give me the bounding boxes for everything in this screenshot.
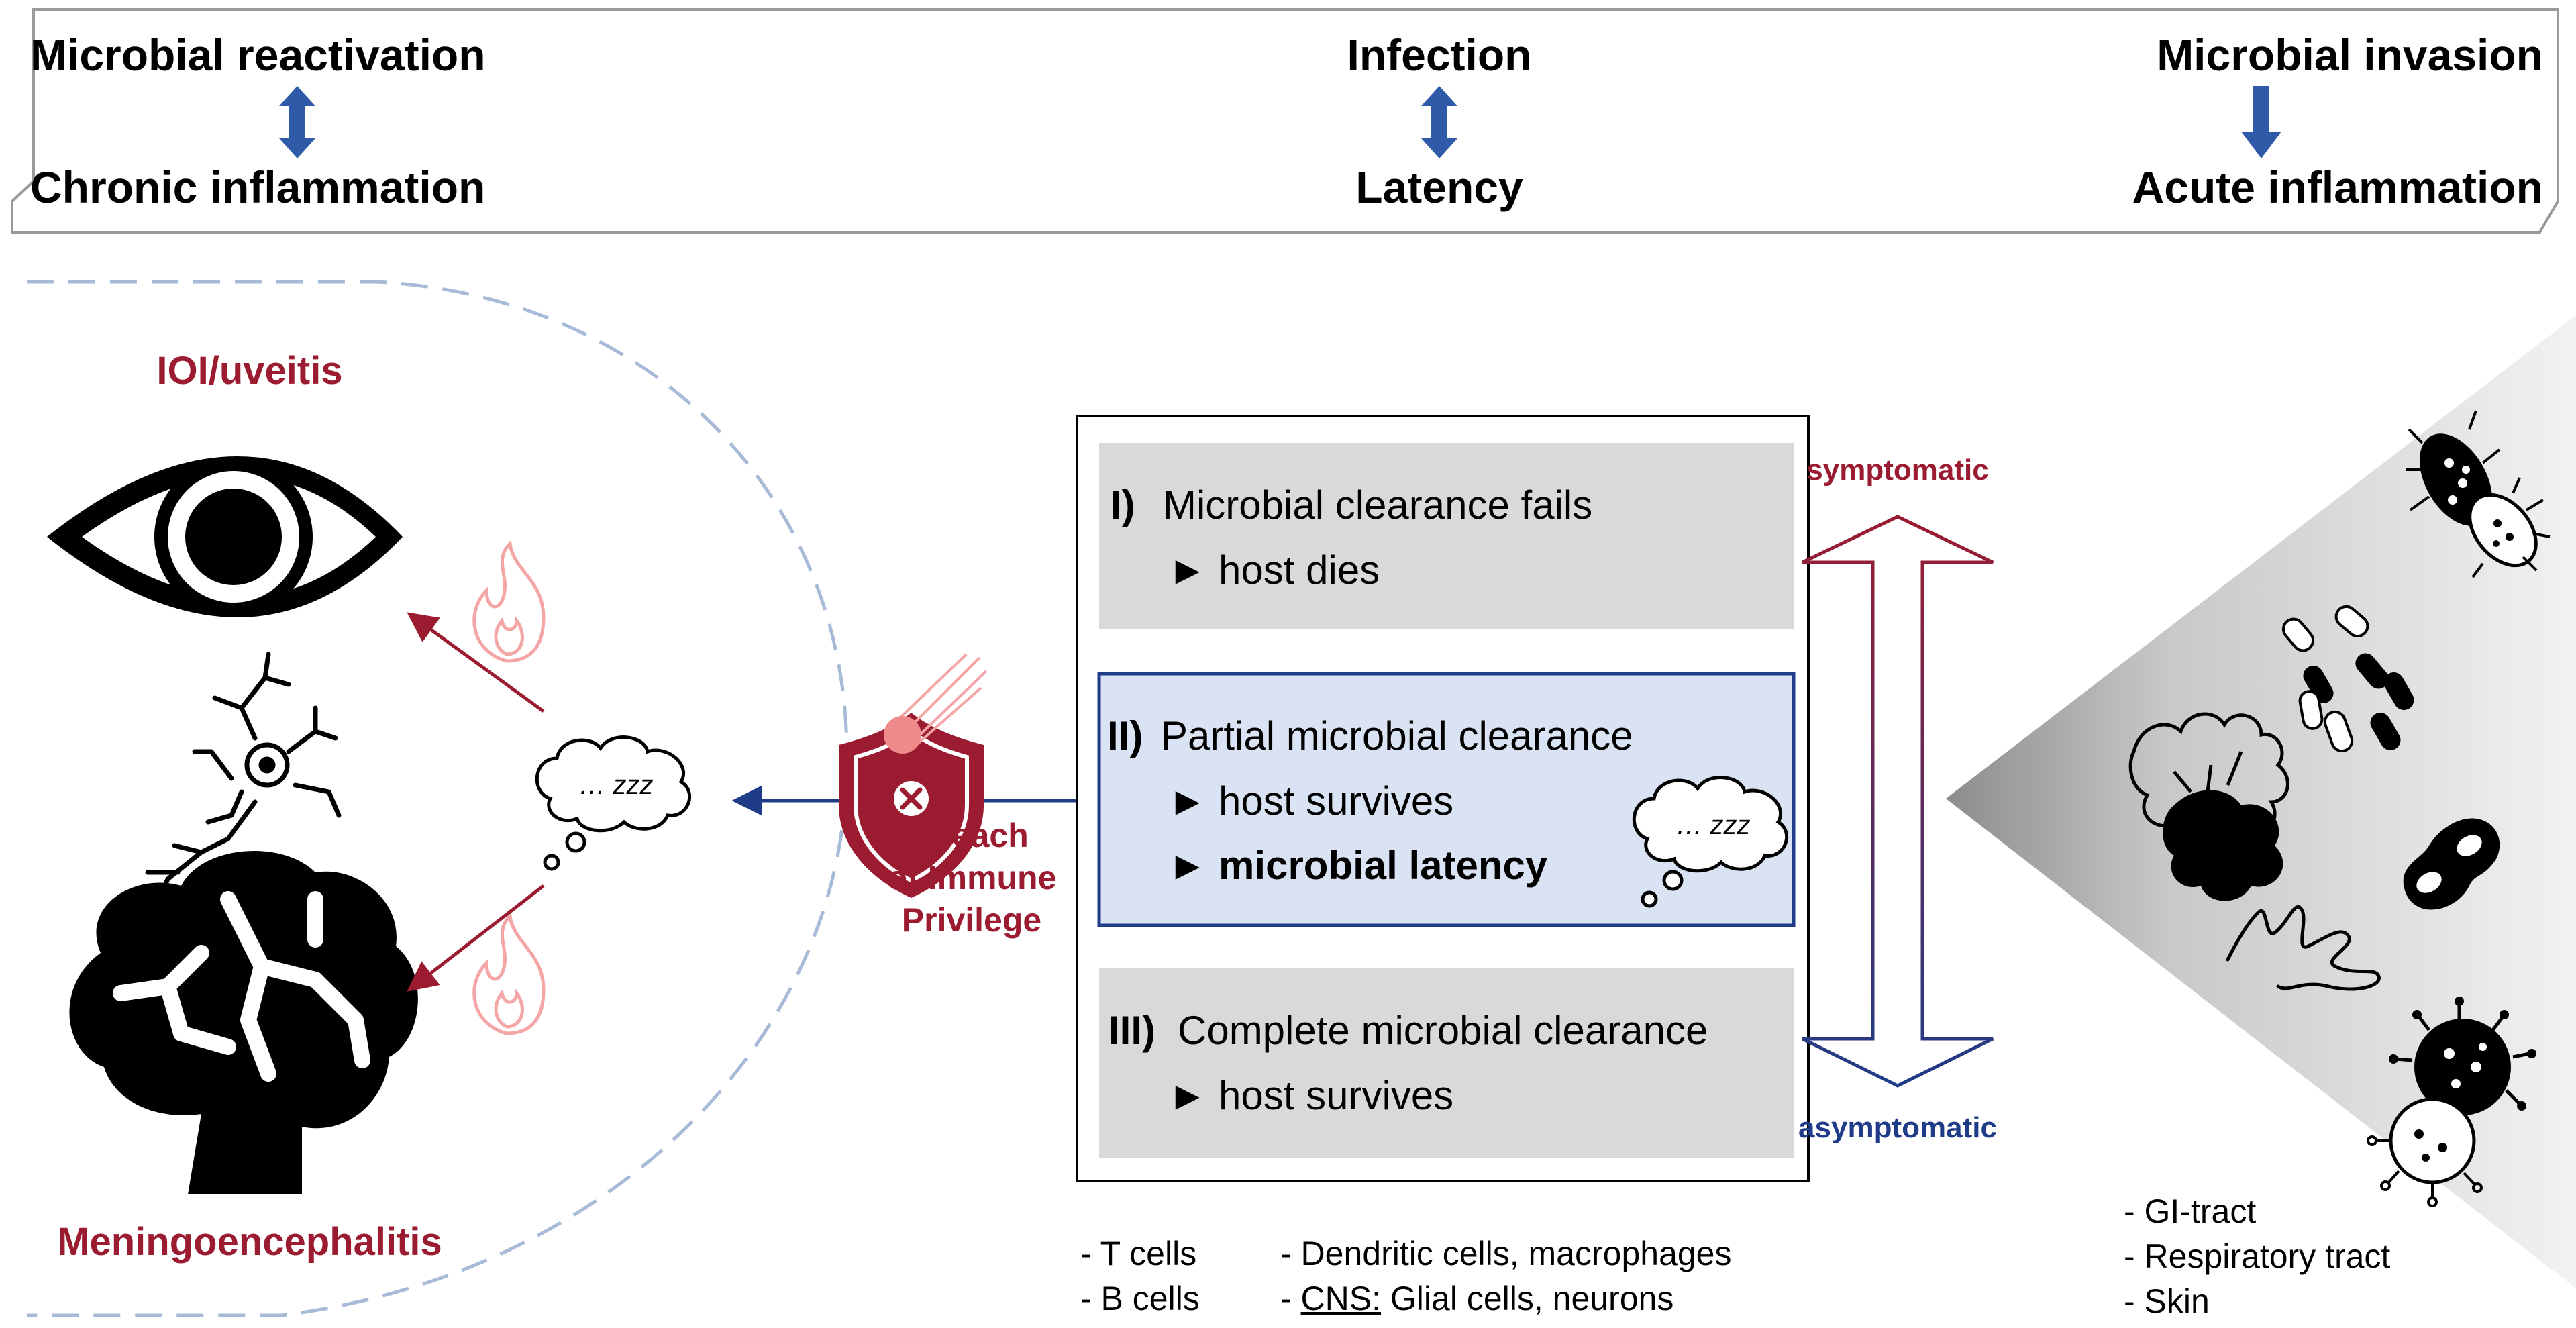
outcome-3-number: III) [1109, 1008, 1155, 1053]
eye-label: IOI/uveitis [156, 349, 342, 393]
cell-col2-prefix: - [1280, 1280, 1301, 1317]
meteor-icon [884, 653, 988, 754]
breach-line-1: Breach [915, 817, 1029, 854]
flame-icon [472, 912, 546, 1035]
outcome-3-title: Complete microbial clearance [1178, 1008, 1708, 1053]
bacterium-icon [2406, 410, 2551, 578]
header-banner: Microbial reactivation Chronic inflammat… [11, 8, 2559, 234]
entry-site-3: - Skin [2124, 1282, 2210, 1320]
header-left-top: Microbial reactivation [30, 30, 486, 80]
outcome-3: III) Complete microbial clearance ► host… [1099, 968, 1794, 1158]
entry-sites-list: - GI-tract - Respiratory tract - Skin [2124, 1192, 2390, 1320]
diplococcus-icon [2403, 818, 2500, 910]
brain-icon [69, 850, 418, 1194]
outcome-1: I) Microbial clearance fails ► host dies [1099, 443, 1794, 629]
spectrum-top-label: symptomatic [1806, 454, 1988, 487]
breach-line-3: Privilege [902, 901, 1041, 939]
dream-bubble-icon: … zzz [1632, 776, 1789, 908]
cell-types-list: - T cells - B cells - Dendritic cells, m… [1080, 1235, 1732, 1317]
outcome-2-number: II) [1107, 713, 1143, 758]
entry-site-1: - GI-tract [2124, 1192, 2256, 1230]
double-arrow-icon [279, 86, 315, 158]
dream-bubble-icon: … zzz [535, 735, 692, 871]
cns-label: CNS: [1301, 1280, 1381, 1317]
outcome-1-number: I) [1111, 482, 1135, 527]
neuron-icon [145, 652, 342, 905]
cell-col2-line-2: - CNS: Glial cells, neurons [1280, 1280, 1673, 1317]
bacilli-icon [2281, 605, 2414, 753]
cell-col1-line-2: - B cells [1080, 1280, 1200, 1317]
double-arrow-icon [1421, 86, 1457, 158]
outcome-1-title: Microbial clearance fails [1163, 482, 1592, 527]
flame-icon [472, 540, 546, 663]
eye-icon [47, 456, 403, 617]
entry-site-2: - Respiratory tract [2124, 1237, 2390, 1275]
brain-label: Meningoencephalitis [57, 1220, 442, 1264]
virus-icon [2367, 997, 2536, 1207]
down-arrow-icon [2241, 86, 2281, 158]
header-right-bottom: Acute inflammation [2132, 162, 2543, 212]
fungus-icon [2128, 712, 2289, 901]
outcome-1-line-1: ► host dies [1168, 548, 1380, 593]
cell-col2-rest: Glial cells, neurons [1381, 1280, 1673, 1317]
arrow-to-eye [407, 612, 545, 713]
outcome-2-line-2: ► microbial latency [1168, 843, 1548, 888]
outcome-2-title: Partial microbial clearance [1161, 713, 1633, 758]
spectrum-bottom-label: asymptomatic [1798, 1111, 1997, 1144]
spectrum-double-arrow [1801, 515, 1994, 1088]
outcome-3-line-1: ► host survives [1168, 1073, 1453, 1118]
immune-privilege-boundary [27, 280, 849, 1317]
microbe-cone [1946, 315, 2576, 1288]
header-right-top: Microbial invasion [2157, 30, 2543, 80]
spirochete-icon [2226, 905, 2381, 991]
outcome-2: II) Partial microbial clearance ► host s… [1097, 672, 1796, 927]
header-left-bottom: Chronic inflammation [30, 162, 485, 212]
header-center-top: Infection [1347, 30, 1532, 80]
outcome-2-dream-text: … zzz [1676, 811, 1750, 840]
header-center-bottom: Latency [1355, 162, 1523, 212]
cell-col2-line-1: - Dendritic cells, macrophages [1280, 1235, 1732, 1272]
dream-text: … zzz [578, 770, 653, 800]
outcome-2-line-1: ► host survives [1168, 778, 1453, 823]
arrow-to-brain [407, 884, 545, 992]
breach-line-2: of Immune [887, 859, 1057, 897]
cell-col1-line-1: - T cells [1080, 1235, 1196, 1272]
